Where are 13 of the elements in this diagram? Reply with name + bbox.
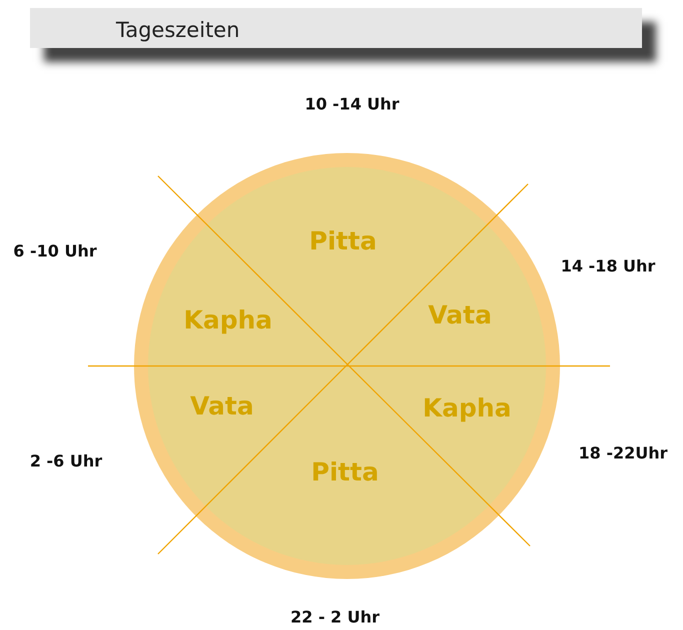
time-label: 22 - 2 Uhr	[290, 608, 380, 626]
sector-label: Kapha	[184, 306, 272, 334]
sector-label: Pitta	[309, 226, 377, 256]
sector-label: Vata	[190, 392, 254, 420]
sector-label: Vata	[428, 300, 492, 330]
time-label: 18 -22Uhr	[578, 444, 668, 462]
time-label: 14 -18 Uhr	[560, 256, 656, 276]
time-label: 2 -6 Uhr	[30, 452, 102, 470]
sector-label: Pitta	[311, 458, 379, 486]
sector-label: Kapha	[422, 394, 512, 422]
time-label: 10 -14 Uhr	[304, 94, 400, 114]
title-bar: Tageszeiten	[30, 8, 642, 48]
time-label: 6 -10 Uhr	[13, 242, 97, 260]
